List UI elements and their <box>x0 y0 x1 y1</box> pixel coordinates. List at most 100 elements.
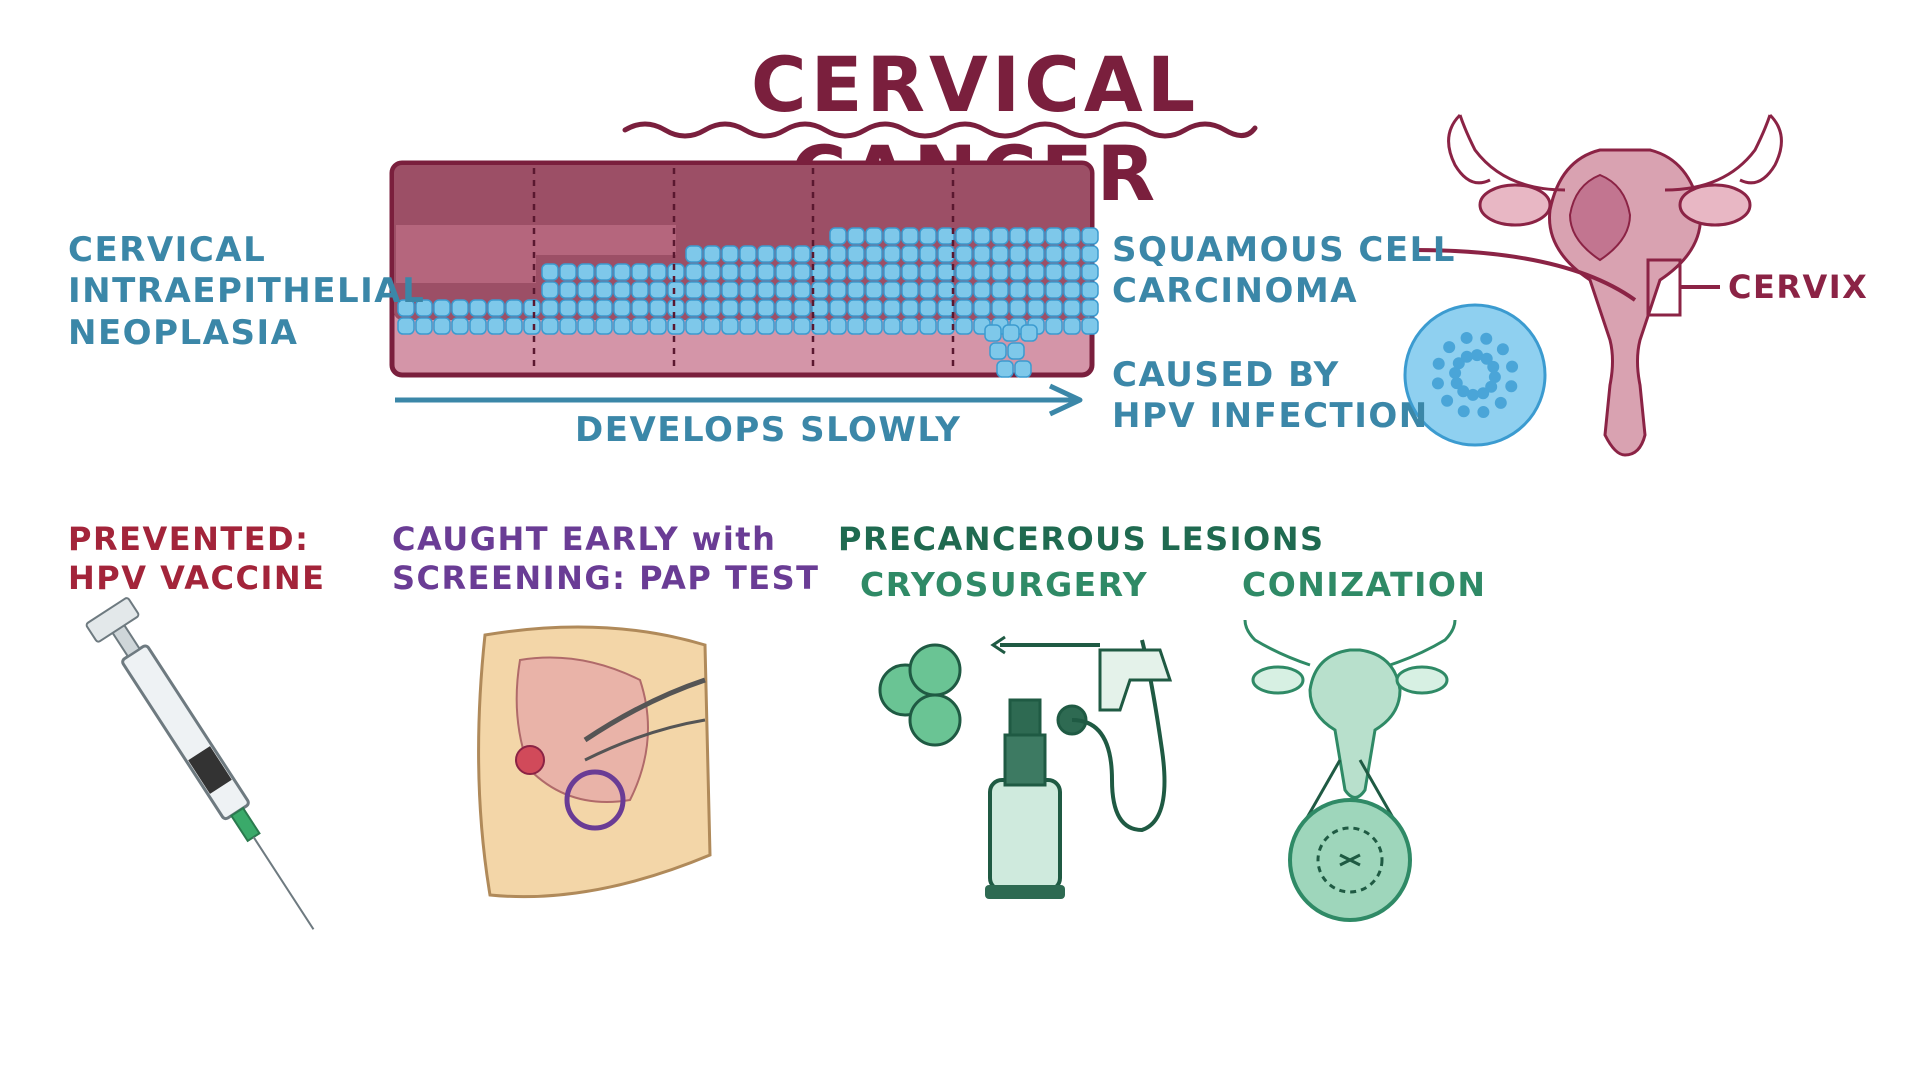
invasive-cell <box>1020 324 1038 342</box>
cin-label-line-1: CERVICAL <box>68 230 267 270</box>
cell <box>703 317 721 335</box>
capsomere <box>1460 331 1473 344</box>
cell <box>667 299 685 317</box>
cell <box>721 299 739 317</box>
capsomere <box>1488 371 1501 384</box>
cell <box>865 281 883 299</box>
conization-label: CONIZATION <box>1242 565 1487 604</box>
cell <box>1063 263 1081 281</box>
cell <box>973 299 991 317</box>
cell <box>973 227 991 245</box>
screening-label: CAUGHT EARLY with SCREENING: PAP TEST <box>392 520 820 598</box>
prevented-line-2: HPV VACCINE <box>68 559 326 598</box>
cell <box>919 245 937 263</box>
cell <box>901 227 919 245</box>
cell <box>595 299 613 317</box>
cell <box>955 299 973 317</box>
cell <box>541 281 559 299</box>
cell <box>847 317 865 335</box>
develops-slowly-label: DEVELOPS SLOWLY <box>575 410 962 450</box>
cell <box>739 281 757 299</box>
cin-label-line-3: NEOPLASIA <box>68 312 299 353</box>
cell <box>1063 245 1081 263</box>
cell <box>757 317 775 335</box>
cell <box>649 299 667 317</box>
capsomere <box>1449 366 1462 379</box>
cell <box>757 299 775 317</box>
cell <box>829 227 847 245</box>
cell <box>919 263 937 281</box>
cell <box>397 317 415 335</box>
cell <box>415 299 433 317</box>
scc-label-line-2: CARCINOMA <box>1112 271 1359 312</box>
cell <box>721 263 739 281</box>
cell <box>559 281 577 299</box>
hpv-virus-icon <box>1403 303 1547 447</box>
prevented-line-1: PREVENTED: <box>68 520 310 558</box>
cell <box>541 317 559 335</box>
hpv-cause-line-2: HPV INFECTION <box>1112 396 1429 437</box>
cell <box>1063 299 1081 317</box>
cell <box>559 299 577 317</box>
cell <box>613 317 631 335</box>
cell <box>865 317 883 335</box>
cell <box>955 227 973 245</box>
cell <box>1081 227 1099 245</box>
cell <box>937 299 955 317</box>
cell <box>1009 263 1027 281</box>
tissue-progression-panel <box>389 160 1099 378</box>
cell <box>469 317 487 335</box>
cell <box>1045 263 1063 281</box>
cell <box>829 281 847 299</box>
cell <box>883 299 901 317</box>
cell <box>1027 245 1045 263</box>
capsomere <box>1460 350 1473 363</box>
cell <box>613 299 631 317</box>
cell <box>955 245 973 263</box>
cell <box>1081 317 1099 335</box>
cell <box>793 317 811 335</box>
capsomere <box>1477 406 1490 419</box>
cell <box>865 227 883 245</box>
cell <box>595 281 613 299</box>
cell <box>1009 299 1027 317</box>
cell <box>1009 227 1027 245</box>
cell <box>793 245 811 263</box>
cell <box>901 245 919 263</box>
cell <box>451 299 469 317</box>
cell <box>595 317 613 335</box>
cell <box>775 281 793 299</box>
cell <box>1009 245 1027 263</box>
cell <box>973 281 991 299</box>
cell <box>937 245 955 263</box>
capsomere <box>1496 343 1509 356</box>
cell <box>1081 299 1099 317</box>
cell <box>919 317 937 335</box>
cell <box>739 317 757 335</box>
cell <box>883 263 901 281</box>
cell <box>829 245 847 263</box>
precancerous-label: PRECANCEROUS LESIONS <box>838 520 1325 558</box>
scc-label: SQUAMOUS CELL CARCINOMA <box>1112 230 1456 313</box>
cell <box>631 281 649 299</box>
cell <box>901 299 919 317</box>
cell <box>739 263 757 281</box>
cell <box>937 263 955 281</box>
cell <box>1045 317 1063 335</box>
cell <box>991 245 1009 263</box>
cell <box>541 299 559 317</box>
cell <box>793 281 811 299</box>
cell <box>667 263 685 281</box>
abnormal-cell-layer <box>397 227 1099 378</box>
cell <box>883 281 901 299</box>
screening-line-2: SCREENING: PAP TEST <box>392 559 820 598</box>
normal-cells <box>396 225 676 283</box>
cell <box>721 317 739 335</box>
capsomere <box>1471 349 1484 362</box>
cell <box>991 281 1009 299</box>
cell <box>1027 263 1045 281</box>
cell <box>505 317 523 335</box>
cell <box>1027 299 1045 317</box>
cell <box>937 281 955 299</box>
capsomere <box>1450 377 1463 390</box>
